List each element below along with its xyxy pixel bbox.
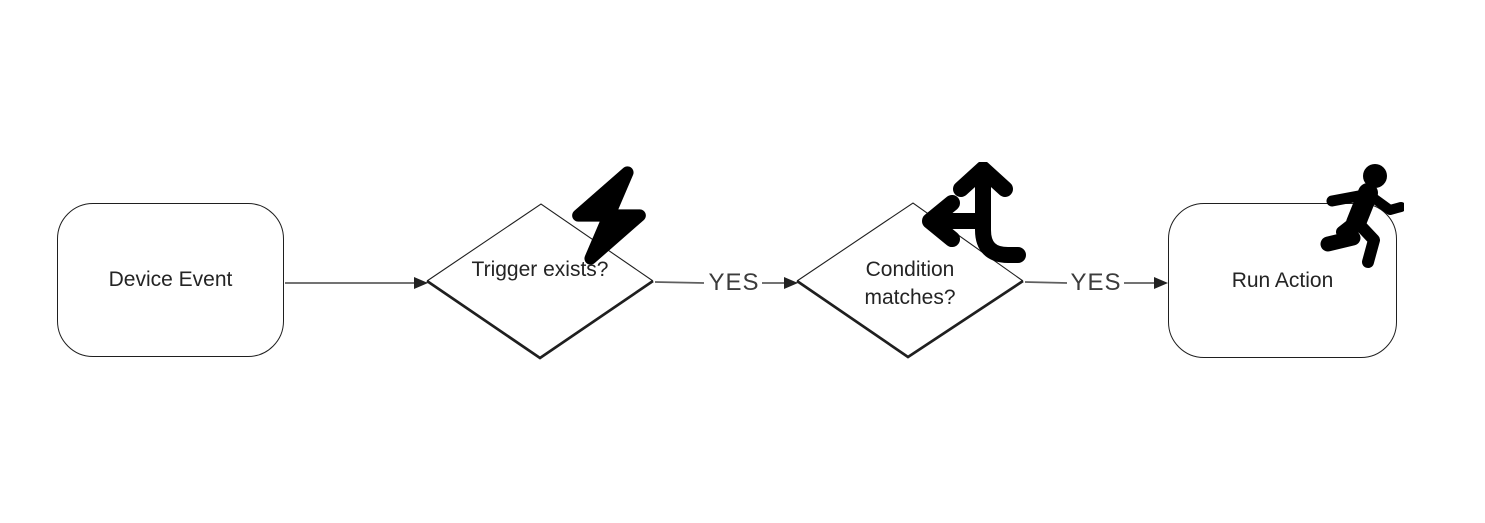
- edge-label-yes-2: YES: [1070, 269, 1122, 296]
- arrowhead-icon: [784, 277, 798, 289]
- edge-label-yes-1: YES: [708, 269, 760, 296]
- person-running-icon: [1320, 164, 1404, 268]
- arrowhead-icon: [1154, 277, 1168, 289]
- edge-condition-matches-to-run-action: [1024, 277, 1168, 289]
- arrowhead-icon: [414, 277, 428, 289]
- node-device-event-label: Device Event: [108, 268, 233, 291]
- node-trigger-exists-label: Trigger exists?: [471, 258, 609, 281]
- node-condition-matches-label: Condition matches?: [864, 258, 956, 309]
- edge-trigger-exists-to-condition-matches: [654, 277, 798, 289]
- arrows-split-up-and-left-icon: [922, 162, 1026, 263]
- node-device-event: Device Event: [57, 203, 284, 357]
- node-run-action-label: Run Action: [1231, 268, 1334, 292]
- bolt-icon: [572, 166, 646, 265]
- edge-device-event-to-trigger-exists: [285, 277, 428, 289]
